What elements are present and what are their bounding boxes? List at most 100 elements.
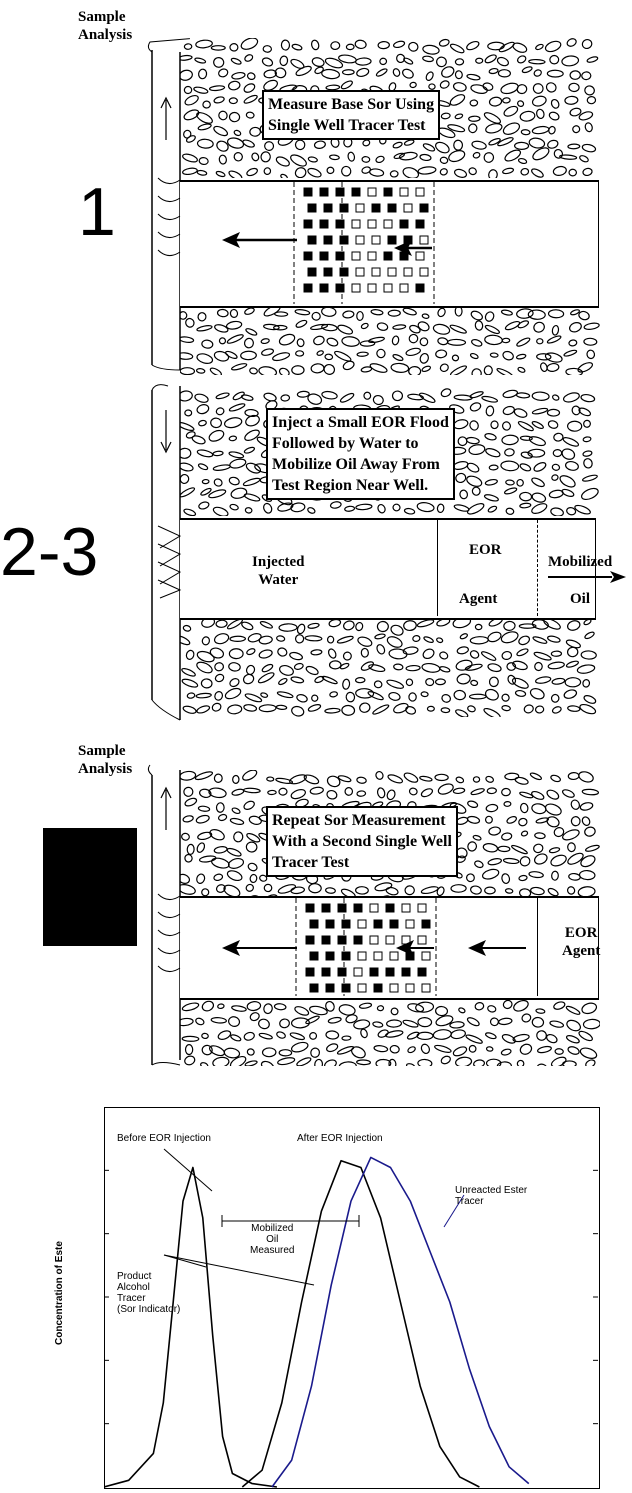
rock-grain — [213, 773, 223, 783]
rock-grain — [336, 635, 354, 644]
rock-grain — [228, 170, 243, 178]
tracer-particle — [319, 251, 329, 261]
rock-grain — [501, 650, 513, 660]
rock-grain — [194, 771, 214, 781]
rock-grain — [578, 869, 596, 881]
rock-grain — [217, 813, 228, 822]
rock-grain — [452, 461, 469, 470]
rock-grain — [326, 789, 338, 800]
rock-grain — [584, 85, 595, 96]
tracer-particle — [319, 219, 329, 229]
annotation-unreacted: Unreacted Ester Tracer — [455, 1185, 528, 1207]
rock-grain — [316, 350, 324, 356]
rock-grain — [440, 388, 452, 398]
rock-grain — [229, 503, 239, 511]
rock-grain — [388, 1058, 397, 1066]
sample-analysis-label-1: Sample Analysis — [78, 9, 133, 43]
rock-grain — [249, 126, 262, 137]
rock-grain — [547, 661, 565, 670]
rock-grain — [438, 38, 450, 47]
tracer-particle — [357, 951, 367, 961]
rock-grain — [581, 816, 591, 826]
rock-grain — [420, 691, 429, 698]
rock-grain — [514, 689, 527, 697]
tracer-particle — [353, 935, 363, 945]
rock-grain — [546, 362, 560, 372]
chart-frame — [104, 1107, 600, 1489]
rock-grain — [196, 112, 213, 124]
rock-grain — [531, 407, 549, 415]
rock-grain — [534, 705, 545, 714]
rock-grain — [180, 352, 194, 360]
rock-grain — [243, 704, 258, 712]
rock-grain — [464, 663, 483, 671]
series-line-unreacted — [271, 1156, 530, 1488]
arrow-left-1b — [394, 240, 432, 256]
rock-grain — [481, 395, 499, 403]
rock-layer-3-bottom — [180, 768, 600, 769]
rock-grain — [409, 324, 421, 334]
rock-grain — [517, 366, 526, 373]
rock-grain — [367, 691, 384, 701]
rock-grain — [183, 85, 193, 95]
rock-grain — [273, 324, 288, 331]
rock-grain — [274, 311, 289, 317]
rock-grain — [386, 789, 396, 801]
rock-grain — [404, 885, 415, 896]
rock-grain — [551, 394, 560, 401]
tracer-particle — [371, 235, 381, 245]
rock-grain — [212, 450, 224, 457]
rock-grain — [311, 57, 325, 67]
eor-agent-label: EOR Agent — [562, 925, 601, 959]
rock-grain — [342, 651, 352, 661]
rock-grain — [419, 153, 432, 162]
rock-grain — [468, 693, 487, 700]
tracer-particle — [337, 903, 347, 913]
rock-grain — [559, 475, 576, 488]
rock-grain — [562, 1060, 577, 1066]
tracer-particle — [421, 919, 431, 929]
rock-grain — [309, 1005, 328, 1016]
rock-grain — [215, 170, 226, 178]
rock-grain — [487, 41, 505, 51]
rock-grain — [226, 334, 244, 344]
rock-grain — [200, 487, 212, 496]
rock-grain — [498, 41, 515, 53]
rock-grain — [529, 772, 542, 781]
rock-grain — [439, 363, 449, 373]
rock-grain — [551, 463, 561, 471]
rock-grain — [501, 787, 511, 797]
rock-grain — [480, 651, 497, 661]
rock-grain — [244, 307, 255, 315]
rock-grain — [583, 618, 592, 626]
rock-grain — [469, 352, 479, 360]
rock-grain — [512, 42, 528, 53]
sample-analysis-label-3: Sample Analysis — [78, 743, 133, 777]
rock-grain — [296, 390, 310, 398]
rock-grain — [325, 1030, 340, 1040]
rock-grain — [435, 141, 450, 154]
rock-grain — [259, 621, 273, 629]
rock-grain — [275, 777, 294, 784]
rock-grain — [513, 1000, 529, 1012]
rock-grain — [359, 702, 371, 713]
rock-grain — [214, 662, 225, 672]
rock-grain — [290, 789, 306, 800]
rock-grain — [185, 317, 195, 328]
rock-grain — [245, 841, 258, 853]
rock-grain — [341, 69, 355, 76]
rock-grain — [439, 80, 450, 89]
rock-grain — [419, 337, 429, 347]
rock-grain — [325, 887, 336, 894]
rock-grain — [531, 95, 547, 107]
rock-grain — [310, 1047, 321, 1058]
rock-grain — [231, 71, 246, 80]
rock-grain — [196, 353, 214, 364]
rock-grain — [196, 650, 215, 663]
rock-grain — [243, 446, 256, 454]
rock-grain — [263, 79, 278, 91]
rock-grain — [516, 648, 529, 657]
rock-grain — [552, 165, 567, 176]
tracer-particle — [339, 267, 349, 277]
rock-grain — [502, 167, 515, 175]
